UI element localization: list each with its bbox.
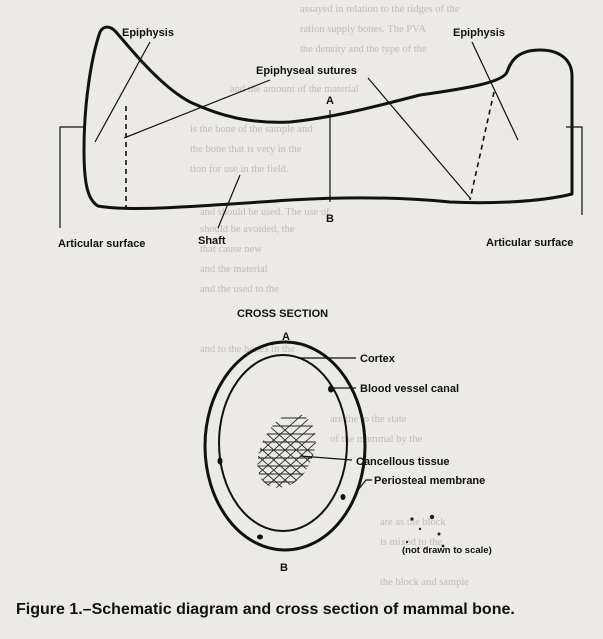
label-point-b-top: B (326, 213, 334, 225)
svg-text:the density and the type of th: the density and the type of the (300, 44, 427, 55)
svg-text:the block and sample: the block and sample (380, 577, 469, 588)
cross-section-title: CROSS SECTION (237, 308, 328, 320)
svg-text:assayed in relation to the rid: assayed in relation to the ridges of the (300, 4, 460, 15)
label-point-a-top: A (326, 95, 334, 107)
label-cancellous-tissue: Cancellous tissue (356, 456, 450, 468)
label-articular-surface-left: Articular surface (58, 238, 145, 250)
figure-caption: Figure 1.–Schematic diagram and cross se… (16, 601, 515, 618)
label-epiphyseal-sutures: Epiphyseal sutures (256, 65, 357, 77)
svg-text:are the to the state: are the to the state (330, 414, 407, 425)
svg-text:the bone that is very in the: the bone that is very in the (190, 144, 302, 155)
label-blood-vessel-canal: Blood vessel canal (360, 383, 459, 395)
svg-text:and the amount of the material: and the amount of the material (230, 84, 359, 95)
label-periosteal-membrane: Periosteal membrane (374, 475, 485, 487)
blood-vessel-canal (218, 458, 223, 465)
svg-text:is the bone of the sample and: is the bone of the sample and (190, 124, 313, 135)
svg-text:ration supply bones. The PVA: ration supply bones. The PVA (300, 24, 426, 35)
label-cortex: Cortex (360, 353, 396, 365)
svg-text:and the used to the: and the used to the (200, 284, 279, 295)
blood-vessel-canal (341, 494, 346, 500)
blood-vessel-canal (328, 386, 334, 393)
label-epiphysis-left: Epiphysis (122, 27, 174, 39)
label-not-to-scale: (not drawn to scale) (402, 545, 492, 556)
label-articular-surface-right: Articular surface (486, 237, 573, 249)
svg-text:and the material: and the material (200, 264, 268, 275)
label-shaft: Shaft (198, 235, 226, 247)
blood-vessel-canal (257, 535, 263, 540)
svg-text:and should be used. The use of: and should be used. The use of (200, 207, 330, 218)
label-epiphysis-right: Epiphysis (453, 27, 505, 39)
svg-text:should be avoided, the: should be avoided, the (200, 224, 295, 235)
label-point-b-cross: B (280, 562, 288, 574)
svg-text:tion for use in the field.: tion for use in the field. (190, 164, 289, 175)
svg-text:of the mammal by the: of the mammal by the (330, 434, 422, 445)
